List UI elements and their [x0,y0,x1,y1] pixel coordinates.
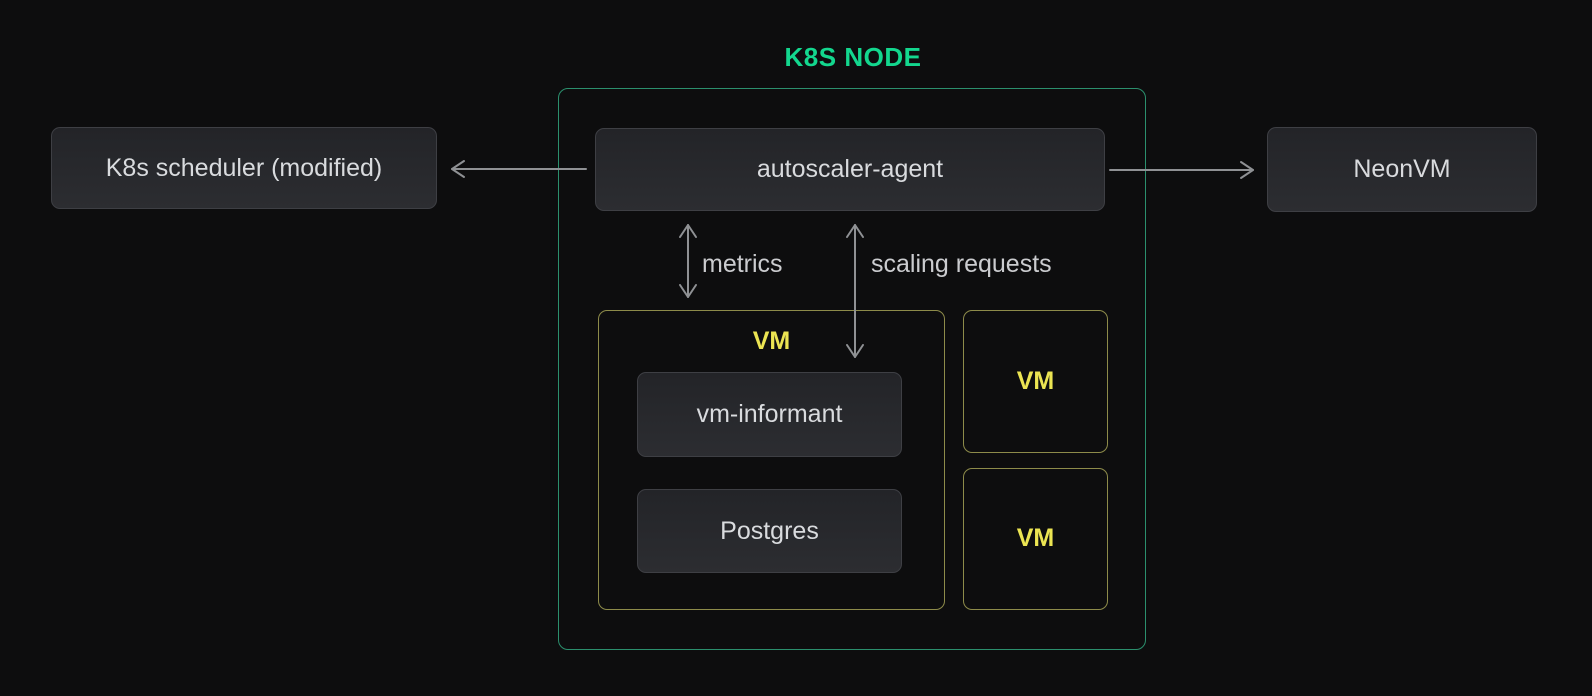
vm-small-box-1: VM [963,310,1108,453]
vm-main-box: VM [598,310,945,610]
postgres-box: Postgres [637,489,902,573]
scheduler-box: K8s scheduler (modified) [51,127,437,209]
scheduler-label: K8s scheduler (modified) [105,153,383,182]
postgres-label: Postgres [720,516,819,545]
vm-small-2-label: VM [1016,523,1055,552]
k8s-node-container [558,88,1146,650]
vm-main-label: VM [752,327,791,355]
neonvm-box: NeonVM [1267,127,1537,212]
metrics-arrow-label: metrics [702,250,783,278]
neonvm-label: NeonVM [1353,155,1451,183]
autoscaler-agent-box: autoscaler-agent [595,128,1105,211]
vm-informant-label: vm-informant [696,400,843,428]
scaling-requests-arrow-label: scaling requests [871,250,1052,278]
vm-informant-box: vm-informant [637,372,902,457]
vm-small-1-label: VM [1016,366,1055,395]
autoscaler-agent-label: autoscaler-agent [756,155,944,183]
k8s-node-title: K8S NODE [784,42,922,72]
vm-small-box-2: VM [963,468,1108,610]
